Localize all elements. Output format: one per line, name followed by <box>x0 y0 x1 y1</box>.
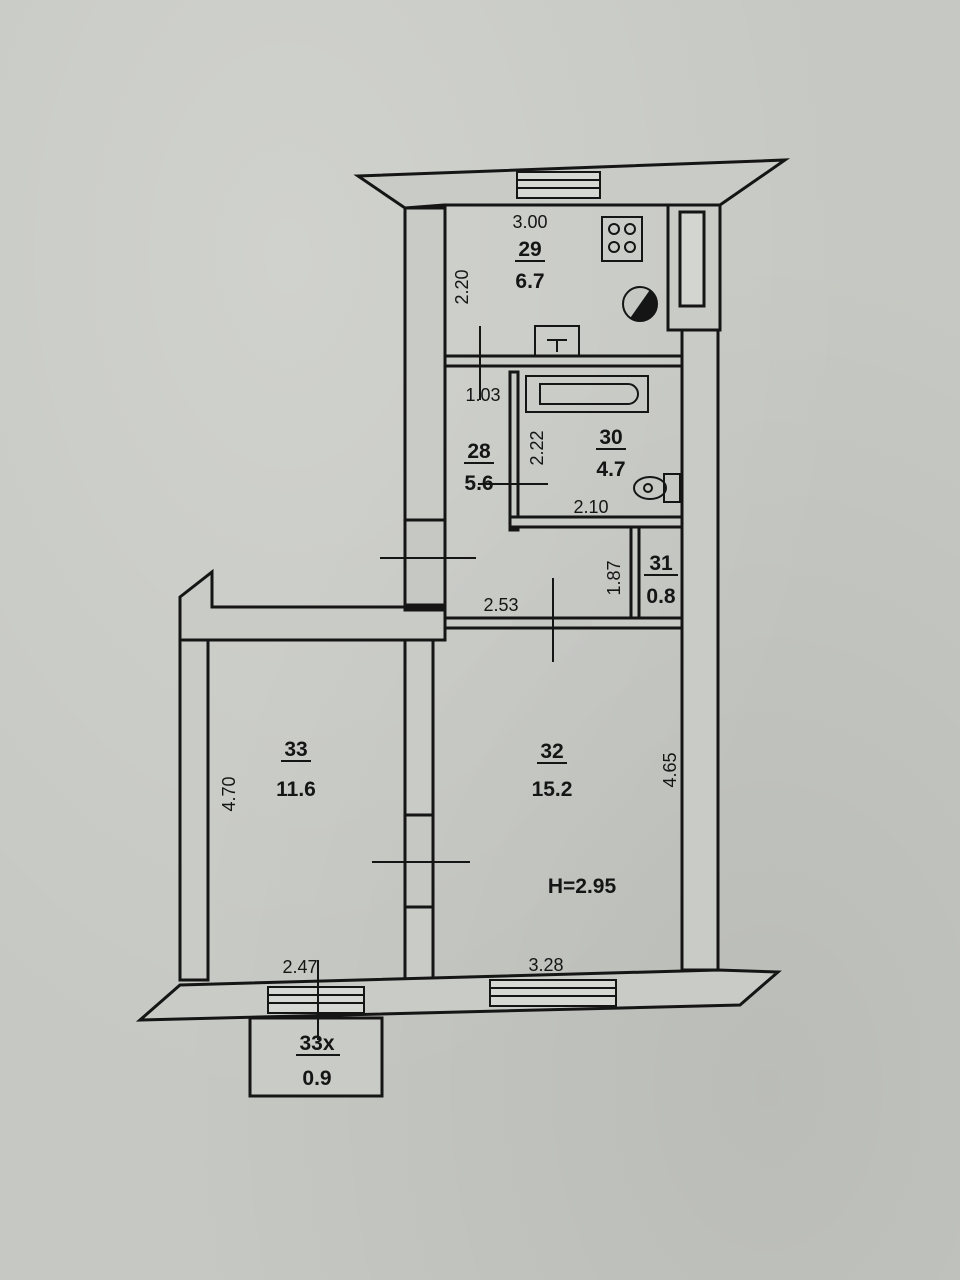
sink-icon <box>534 325 580 357</box>
room-31-area: 0.8 <box>646 585 676 608</box>
boiler-icon <box>622 286 658 322</box>
dim-1-03: 1.03 <box>465 385 500 405</box>
right-wall <box>680 328 720 972</box>
room-28-number: 28 <box>467 440 491 463</box>
bath-bottom-wall <box>508 515 684 529</box>
room-33-area: 11.6 <box>276 778 316 801</box>
room-30-area: 4.7 <box>596 458 625 481</box>
room-30-number: 30 <box>599 426 622 449</box>
room-32-number: 32 <box>540 740 563 763</box>
bath-left-wall <box>508 370 520 532</box>
dim-2-10: 2.10 <box>573 497 608 517</box>
dim-2-53: 2.53 <box>483 595 518 615</box>
window-kitchen <box>516 171 601 199</box>
room-29-area: 6.7 <box>515 270 544 293</box>
room33-32-partition <box>403 638 435 982</box>
dim-4-70: 4.70 <box>219 776 239 811</box>
dim-2-47: 2.47 <box>282 957 317 977</box>
door-gap-corridor <box>407 520 443 605</box>
toilet-icon <box>633 473 681 503</box>
window-room33 <box>267 986 365 1014</box>
room-33x-area: 0.9 <box>302 1067 331 1090</box>
vent-shaft-inner <box>678 210 706 308</box>
dim-2-20: 2.20 <box>452 269 472 304</box>
room-32-area: 15.2 <box>532 778 573 801</box>
room-33x-number: 33x <box>299 1032 334 1055</box>
balcony <box>248 1016 384 1098</box>
room33-left-wall <box>178 638 210 982</box>
room-29-number: 29 <box>518 238 541 261</box>
ceiling-height-label: H=2.95 <box>548 875 617 898</box>
room-28-area: 5.6 <box>464 472 493 495</box>
bathtub-icon <box>525 375 649 413</box>
dim-3-00: 3.00 <box>512 212 547 232</box>
dim-4-65: 4.65 <box>660 752 680 787</box>
room-33-number: 33 <box>284 738 307 761</box>
dim-1-87: 1.87 <box>604 560 624 595</box>
wc-left-wall <box>629 525 641 623</box>
stove-icon <box>601 216 643 262</box>
dim-3-28: 3.28 <box>528 955 563 975</box>
window-room32 <box>489 979 617 1007</box>
room-31-number: 31 <box>649 552 673 575</box>
bottom-wall <box>135 968 782 1022</box>
dim-2-22: 2.22 <box>527 430 547 465</box>
